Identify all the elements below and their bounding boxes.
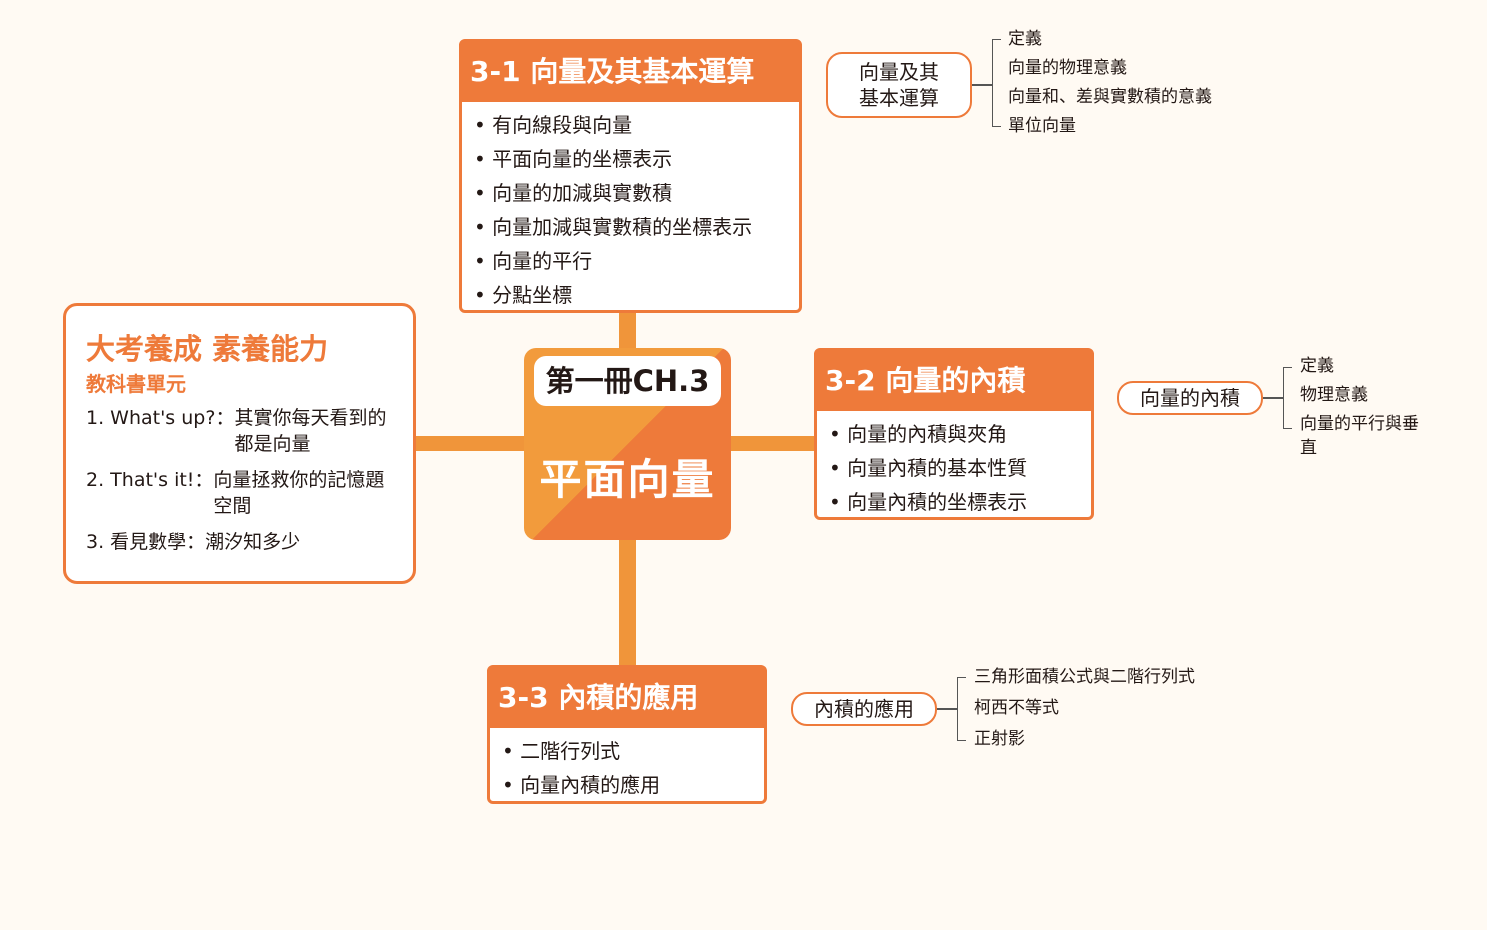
summary-pill-3: 內積的應用: [791, 692, 937, 726]
connector-right: [728, 436, 818, 451]
side-title: 大考養成 素養能力: [86, 332, 329, 366]
detail-list-3: 三角形面積公式與二階行列式 柯西不等式 正射影: [966, 662, 1195, 755]
side-item: 3. 看見數學：潮汐知多少: [86, 529, 413, 555]
side-subtitle: 教科書單元: [86, 372, 186, 396]
detail-item: 物理意義: [1300, 385, 1368, 405]
detail-item: 向量的平行與垂直: [1300, 414, 1419, 458]
detail-item: 正射影: [974, 729, 1025, 749]
item-text: 向量拯救你的記憶題空間: [213, 469, 385, 517]
bracket-line: [1283, 367, 1292, 429]
summary-pill-2: 向量的內積: [1117, 381, 1263, 415]
connector-left: [413, 436, 527, 451]
list-item: 分點坐標: [474, 278, 787, 312]
detail-list-2: 定義 物理意義 向量的平行與垂直: [1292, 352, 1432, 460]
item-label: 2. That's it!：: [86, 469, 214, 491]
center-node: 第一冊CH.3 平面向量: [524, 348, 731, 540]
connector-line: [937, 708, 957, 710]
detail-item: 單位向量: [1008, 116, 1076, 136]
list-item: 向量內積的坐標表示: [829, 485, 1079, 519]
bracket-line: [957, 677, 966, 741]
item-text: 其實你每天看到的都是向量: [234, 407, 387, 455]
connector-line: [972, 84, 992, 86]
side-panel: 大考養成 素養能力 教科書單元 1. What's up?：其實你每天看到的都是…: [63, 303, 416, 584]
center-title: 平面向量: [539, 455, 716, 504]
detail-item: 定義: [1008, 29, 1042, 49]
detail-item: 定義: [1300, 356, 1334, 376]
section-3-1: 3-1 向量及其基本運算 有向線段與向量 平面向量的坐標表示 向量的加減與實數積…: [459, 39, 802, 313]
list-item: 向量的內積與夾角: [829, 417, 1079, 451]
item-label: 3. 看見數學：: [86, 531, 206, 553]
summary-pill-1: 向量及其基本運算: [826, 52, 972, 118]
connector-top: [619, 310, 636, 352]
list-item: 有向線段與向量: [474, 108, 787, 142]
item-text: 潮汐知多少: [205, 531, 301, 553]
section-title: 3-2 向量的內積: [817, 351, 1091, 411]
list-item: 向量的加減與實數積: [474, 176, 787, 210]
bracket-line: [992, 39, 1001, 127]
detail-item: 向量和、差與實數積的意義: [1008, 87, 1212, 107]
list-item: 向量的平行: [474, 244, 787, 278]
side-item: 2. That's it!：向量拯救你的記憶題空間: [86, 467, 413, 519]
side-item: 1. What's up?：其實你每天看到的都是向量: [86, 405, 413, 457]
item-label: 1. What's up?：: [86, 407, 235, 429]
list-item: 向量內積的基本性質: [829, 451, 1079, 485]
section-title: 3-1 向量及其基本運算: [462, 42, 799, 102]
volume-label: 第一冊CH.3: [534, 356, 721, 406]
section-3-3: 3-3 內積的應用 二階行列式 向量內積的應用: [487, 665, 767, 804]
list-item: 二階行列式: [502, 734, 752, 768]
detail-list-1: 定義 向量的物理意義 向量和、差與實數積的意義 單位向量: [1000, 25, 1212, 141]
section-3-2: 3-2 向量的內積 向量的內積與夾角 向量內積的基本性質 向量內積的坐標表示: [814, 348, 1094, 520]
connector-bottom: [619, 538, 636, 668]
connector-line: [1263, 397, 1283, 399]
section-title: 3-3 內積的應用: [490, 668, 764, 728]
list-item: 平面向量的坐標表示: [474, 142, 787, 176]
list-item: 向量內積的應用: [502, 768, 752, 802]
detail-item: 柯西不等式: [974, 698, 1059, 718]
list-item: 向量加減與實數積的坐標表示: [474, 210, 787, 244]
detail-item: 三角形面積公式與二階行列式: [974, 667, 1195, 687]
detail-item: 向量的物理意義: [1008, 58, 1127, 78]
